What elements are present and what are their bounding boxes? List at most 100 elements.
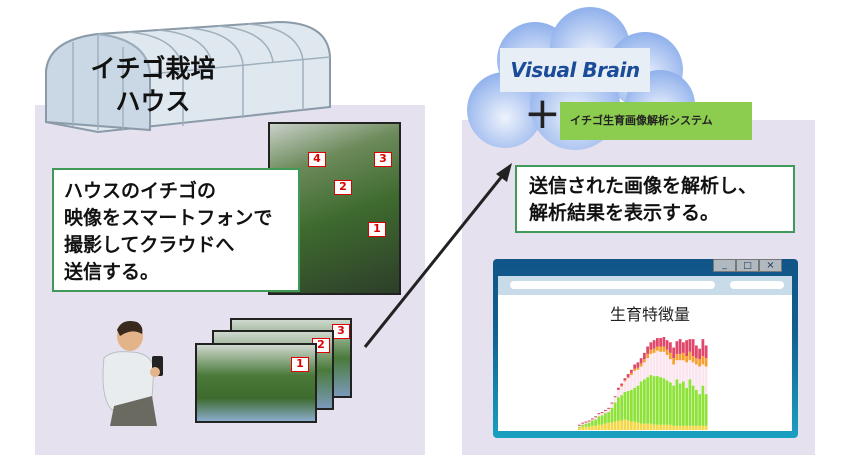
bar-orange-21 [646,353,650,359]
bar-pink-8 [604,410,607,414]
bar-yellow-7 [600,424,604,430]
bar-orange-26 [662,346,666,352]
bar-green-11 [613,402,617,422]
bar-pink-38 [701,364,705,386]
bar-yellow-24 [656,424,659,430]
photo-stack-1: 1 [195,343,317,423]
bar-orange-14 [623,380,627,382]
bar-green-4 [591,420,594,426]
bar-yellow-6 [597,424,601,430]
bar-pink-34 [688,360,692,380]
bar-green-31 [678,383,682,426]
marker-1: 1 [368,222,386,237]
bar-yellow-1 [581,426,585,430]
address-bar[interactable] [510,281,715,289]
bar-red-33 [685,340,689,357]
bar-red-36 [695,345,698,359]
bar-green-17 [633,387,637,422]
bar-orange-13 [620,385,624,387]
bar-red-19 [639,358,643,364]
bar-pink-12 [617,389,620,398]
bar-red-31 [678,339,682,354]
bar-yellow-2 [584,426,588,430]
bar-green-5 [594,419,598,426]
bar-green-26 [662,378,666,425]
bar-red-3 [587,420,591,422]
bar-green-22 [649,375,653,424]
bar-red-11 [613,396,617,398]
bar-orange-39 [704,358,708,367]
result-window: _ □ × 生育特徴量 [493,259,798,438]
bar-orange-16 [630,372,633,376]
bar-red-30 [675,341,679,354]
bar-pink-13 [620,386,624,396]
close-button[interactable]: × [759,259,782,272]
marker-2: 2 [334,180,352,195]
bar-green-38 [701,385,705,426]
bar-yellow-37 [698,425,702,430]
greenhouse-icon [45,20,331,134]
bar-yellow-23 [652,424,656,430]
bar-orange-18 [636,367,640,370]
bar-red-37 [698,348,702,360]
bar-pink-17 [633,370,637,388]
bar-green-19 [639,381,643,424]
bar-pink-3 [587,421,591,423]
bar-red-32 [682,342,685,353]
bar-pink-28 [669,359,672,383]
bar-green-3 [587,422,591,427]
bar-yellow-19 [639,423,643,430]
bar-pink-25 [659,351,663,378]
bar-pink-32 [682,360,685,382]
bar-yellow-5 [594,425,598,430]
bar-green-15 [626,390,630,421]
chart-title: 生育特徴量 [609,305,690,324]
bar-green-2 [584,423,588,427]
bar-yellow-14 [623,419,627,430]
bar-red-1 [581,422,585,424]
bar-yellow-11 [613,421,617,430]
bar-yellow-32 [682,425,685,430]
bar-yellow-33 [685,425,689,430]
bar-yellow-27 [665,424,669,430]
bar-green-13 [620,395,624,421]
bar-yellow-15 [626,420,630,430]
bar-yellow-29 [672,425,676,430]
marker-4: 4 [308,152,326,167]
bar-pink-2 [584,422,588,424]
bar-pink-10 [610,403,614,408]
bar-pink-5 [594,417,598,420]
bar-red-4 [591,418,594,420]
bar-red-13 [620,383,624,386]
bar-yellow-28 [669,424,672,430]
logo-text: Visual Brain [510,58,640,82]
bar-red-8 [604,409,607,411]
bar-orange-25 [659,346,663,352]
bar-orange-27 [665,349,669,355]
bar-yellow-36 [695,425,698,430]
bar-green-6 [597,416,601,425]
person-with-smartphone-icon [102,321,163,426]
search-box[interactable] [730,281,784,289]
bar-green-10 [610,407,614,423]
minimize-button[interactable]: _ [713,259,736,272]
bar-pink-14 [623,381,627,392]
maximize-button[interactable]: □ [736,259,759,272]
bar-yellow-38 [701,425,705,430]
bar-red-39 [704,345,708,359]
bar-red-10 [610,402,614,404]
bar-pink-19 [639,366,643,382]
bar-yellow-39 [704,425,708,430]
bar-orange-36 [695,358,698,365]
bar-pink-6 [597,414,601,417]
bar-orange-35 [691,356,695,363]
bar-pink-1 [581,423,585,425]
bar-orange-31 [678,353,682,361]
bar-orange-20 [643,359,646,363]
bar-orange-19 [639,363,643,367]
bar-pink-18 [636,369,640,386]
bar-red-34 [688,339,692,352]
bar-green-18 [636,385,640,423]
bar-red-6 [597,413,601,415]
bar-orange-24 [656,346,659,351]
